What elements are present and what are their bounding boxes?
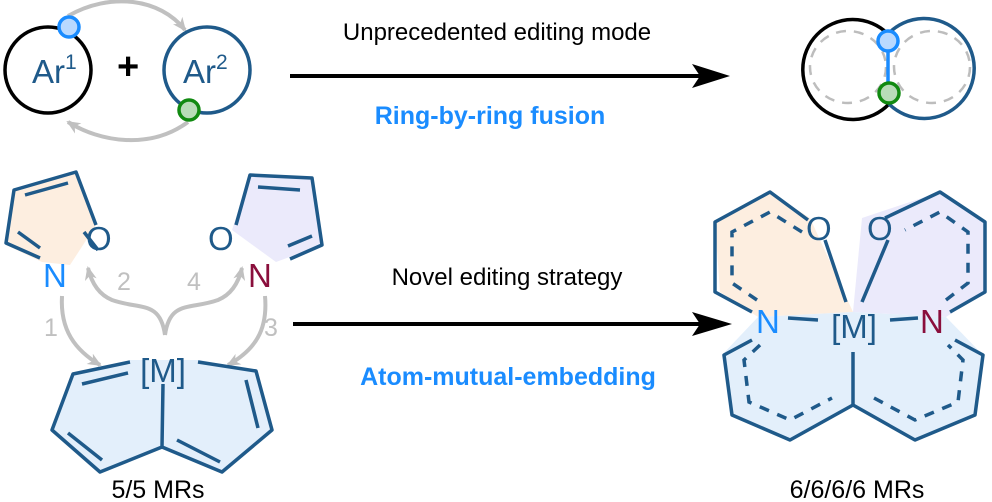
right-caption: 6/6/6/6 MRs	[790, 476, 925, 502]
left-isoxazole-bonds	[4, 170, 100, 260]
ring-ar1	[3, 25, 93, 115]
dashed-ring-left	[808, 29, 888, 105]
reaction-arrow-head	[692, 64, 730, 88]
product-dashed-bonds	[730, 209, 970, 422]
bottom-arrow-sublabel: Atom-mutual-embedding	[360, 363, 656, 391]
gray-arrow-step-4	[163, 266, 246, 336]
product-metal-bonds	[787, 239, 919, 405]
product-metal-label: [M]	[831, 308, 877, 345]
step-3-label: 3	[264, 314, 278, 342]
left-isoxazole-double-bonds	[16, 181, 69, 250]
ar1-label: Ar1	[32, 51, 77, 90]
reaction-arrow-head-bottom	[692, 312, 732, 336]
step-1-label: 1	[44, 314, 58, 342]
gray-arrow-step-2	[84, 266, 167, 336]
right-isoxazole-O: O	[208, 220, 234, 257]
gray-arrow-bottom	[66, 120, 190, 142]
metallacycle-5-5: [M] 5/5 MRs	[50, 352, 274, 502]
left-isoxazole: O N	[4, 170, 112, 294]
metallacycle-bonds	[50, 360, 274, 474]
gray-arrow-top	[67, 0, 187, 32]
step-arrows: 1 2 3 4	[44, 266, 278, 367]
product-O-left: O	[806, 210, 832, 247]
fused-ring-right	[886, 16, 976, 121]
product-O-right: O	[867, 210, 893, 247]
top-arrow-label: Unprecedented editing mode	[343, 19, 651, 46]
product-N-left: N	[756, 303, 780, 340]
blue-atom-marker-product	[876, 29, 900, 53]
ring-ar2	[162, 25, 252, 115]
product-fill-upper-right	[853, 192, 985, 317]
product-N-right: N	[920, 303, 944, 340]
left-isoxazole-O: O	[86, 220, 112, 257]
fused-rings-product	[801, 16, 976, 122]
product-6-6-6-6: O O N N [M] 6/6/6/6 MRs	[713, 190, 987, 502]
top-reaction-arrow: Unprecedented editing mode Ring-by-ring …	[290, 19, 730, 130]
plus-sign: +	[117, 46, 139, 88]
top-arrow-sublabel: Ring-by-ring fusion	[375, 102, 606, 130]
right-isoxazole: O N	[208, 173, 324, 294]
bottom-arrow-label: Novel editing strategy	[392, 264, 623, 291]
right-isoxazole-double-bonds	[257, 185, 313, 248]
dashed-ring-right	[892, 29, 972, 105]
metallacycle-double-bonds	[66, 371, 260, 464]
step-2-label: 2	[117, 268, 131, 296]
fused-ring-left	[801, 17, 891, 122]
blue-atom-marker	[57, 15, 81, 39]
right-isoxazole-N: N	[248, 257, 272, 294]
metallacycle-metal-label: [M]	[140, 352, 186, 389]
step-4-label: 4	[187, 268, 201, 296]
gray-arrow-step-3	[226, 295, 268, 367]
gray-arrow-step-1	[59, 295, 102, 367]
green-atom-marker-product	[877, 81, 901, 105]
top-reactants: Ar1 + Ar2	[3, 0, 252, 142]
left-isoxazole-N: N	[43, 257, 67, 294]
green-atom-marker	[177, 98, 201, 122]
bottom-reaction-arrow: Novel editing strategy Atom-mutual-embed…	[293, 264, 732, 391]
left-caption: 5/5 MRs	[111, 476, 204, 502]
right-isoxazole-bonds	[234, 173, 324, 261]
ar2-label: Ar2	[183, 51, 228, 90]
